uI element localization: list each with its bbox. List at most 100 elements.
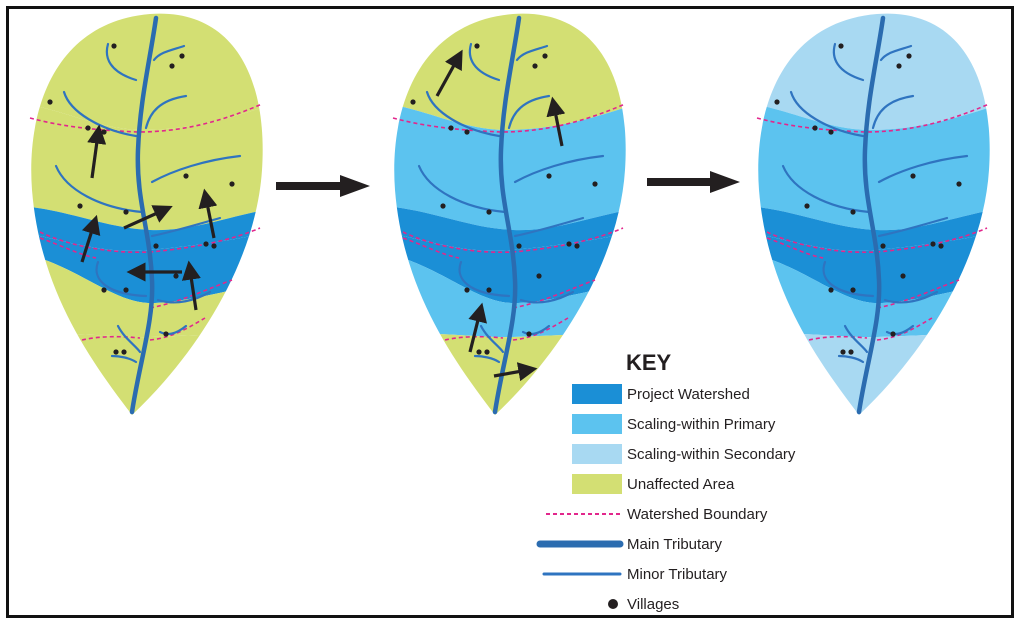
village-dot [536,273,542,279]
main-tributary-line [856,15,886,415]
watershed-boundary-line [81,335,141,341]
village-dot [532,63,538,69]
village-dot [900,273,906,279]
minor-tributary-line [885,324,915,336]
village-dot [850,287,856,293]
spread-arrow [468,302,487,353]
legend-label: Scaling-within Secondary [627,446,796,463]
project-zone [394,205,626,251]
legend-item-villages: Villages [608,596,679,613]
minor-tributary-line [150,154,242,184]
village-dot [838,43,844,49]
watershed-stage-3 [756,13,990,415]
village-dot [123,287,129,293]
village-dot [592,181,598,187]
watershed-boundary-line [808,335,868,341]
watershed-boundary-line [149,279,233,309]
minor-tributary-line [473,354,501,364]
village-dot [906,53,912,59]
spread-arrow [198,188,218,239]
watershed-boundary-line [29,103,263,133]
minor-tributary-line [781,164,871,214]
village-dot [896,63,902,69]
village-dot [828,287,834,293]
legend-item-scaling-primary: Scaling-within Primary [572,414,776,434]
minor-tributary-line [156,290,212,304]
diagram-frame [6,6,1014,618]
legend-label: Watershed Boundary [627,506,768,523]
village-dot [566,241,572,247]
village-dot [476,349,482,355]
spread-arrow [80,214,101,263]
legend-label: Main Tributary [627,536,723,553]
minor-tributary-line [468,42,501,82]
legend-swatch [572,444,622,464]
minor-tributary-line [507,94,551,130]
minor-tributary-line [144,94,188,130]
village-dot [546,173,552,179]
watershed-boundary-line [756,103,990,133]
spread-arrow [181,260,201,311]
village-dot [101,129,107,135]
village-dot [464,287,470,293]
watershed-boundary-line [512,317,569,341]
village-dot [229,181,235,187]
village-dot [464,129,470,135]
minor-tributary-line [521,324,551,336]
watershed-boundary-line [149,317,206,341]
minor-tributary-line [879,44,913,62]
legend-swatch [572,384,622,404]
village-dot [410,99,416,105]
watershed-boundary-line [392,103,626,133]
minor-tributary-line [62,90,138,138]
minor-tributary-line [458,260,511,298]
village-dot [123,209,129,215]
minor-tributary-line [95,260,148,298]
minor-tributary-line [789,90,865,138]
stage-transition-arrow-2 [647,171,740,193]
stage-transition-arrow-1 [276,175,370,197]
main-tributary-line [129,15,159,415]
village-dot [828,129,834,135]
minor-tributary-line [837,354,865,364]
village-dot [574,243,580,249]
village-dot [111,43,117,49]
village-dot [85,125,91,131]
spread-arrow [435,49,463,97]
minor-tributary-line [843,324,869,354]
minor-tributary-line [877,216,949,238]
village-dot [840,349,846,355]
village-dot [474,43,480,49]
village-dot [930,241,936,247]
minor-tributary-line [832,42,865,82]
legend-item-unaffected-area: Unaffected Area [572,474,735,494]
spread-arrow [546,96,566,147]
minor-tributary-line [54,164,144,214]
village-dot [153,243,159,249]
village-dot [203,241,209,247]
minor-tributary-line [883,290,939,304]
watershed-stage-1 [29,13,263,415]
village-dot [890,331,896,337]
village-dot [848,349,854,355]
watershed-boundary-line [876,279,960,309]
watershed-boundary-line [402,237,460,259]
village-dot [542,53,548,59]
legend-swatch [572,474,622,494]
minor-tributary-line [515,44,549,62]
village-dot [850,209,856,215]
village-dot [183,173,189,179]
legend-item-minor-tributary: Minor Tributary [542,566,728,583]
primary-zone [394,95,626,231]
spread-arrow [493,362,538,382]
village-dot [486,287,492,293]
village-dot [516,243,522,249]
minor-tributary-line [152,44,186,62]
legend-item-main-tributary: Main Tributary [536,536,723,553]
project-zone [31,205,263,251]
village-dot [121,349,127,355]
village-dot [910,173,916,179]
minor-tributary-line [822,260,875,298]
